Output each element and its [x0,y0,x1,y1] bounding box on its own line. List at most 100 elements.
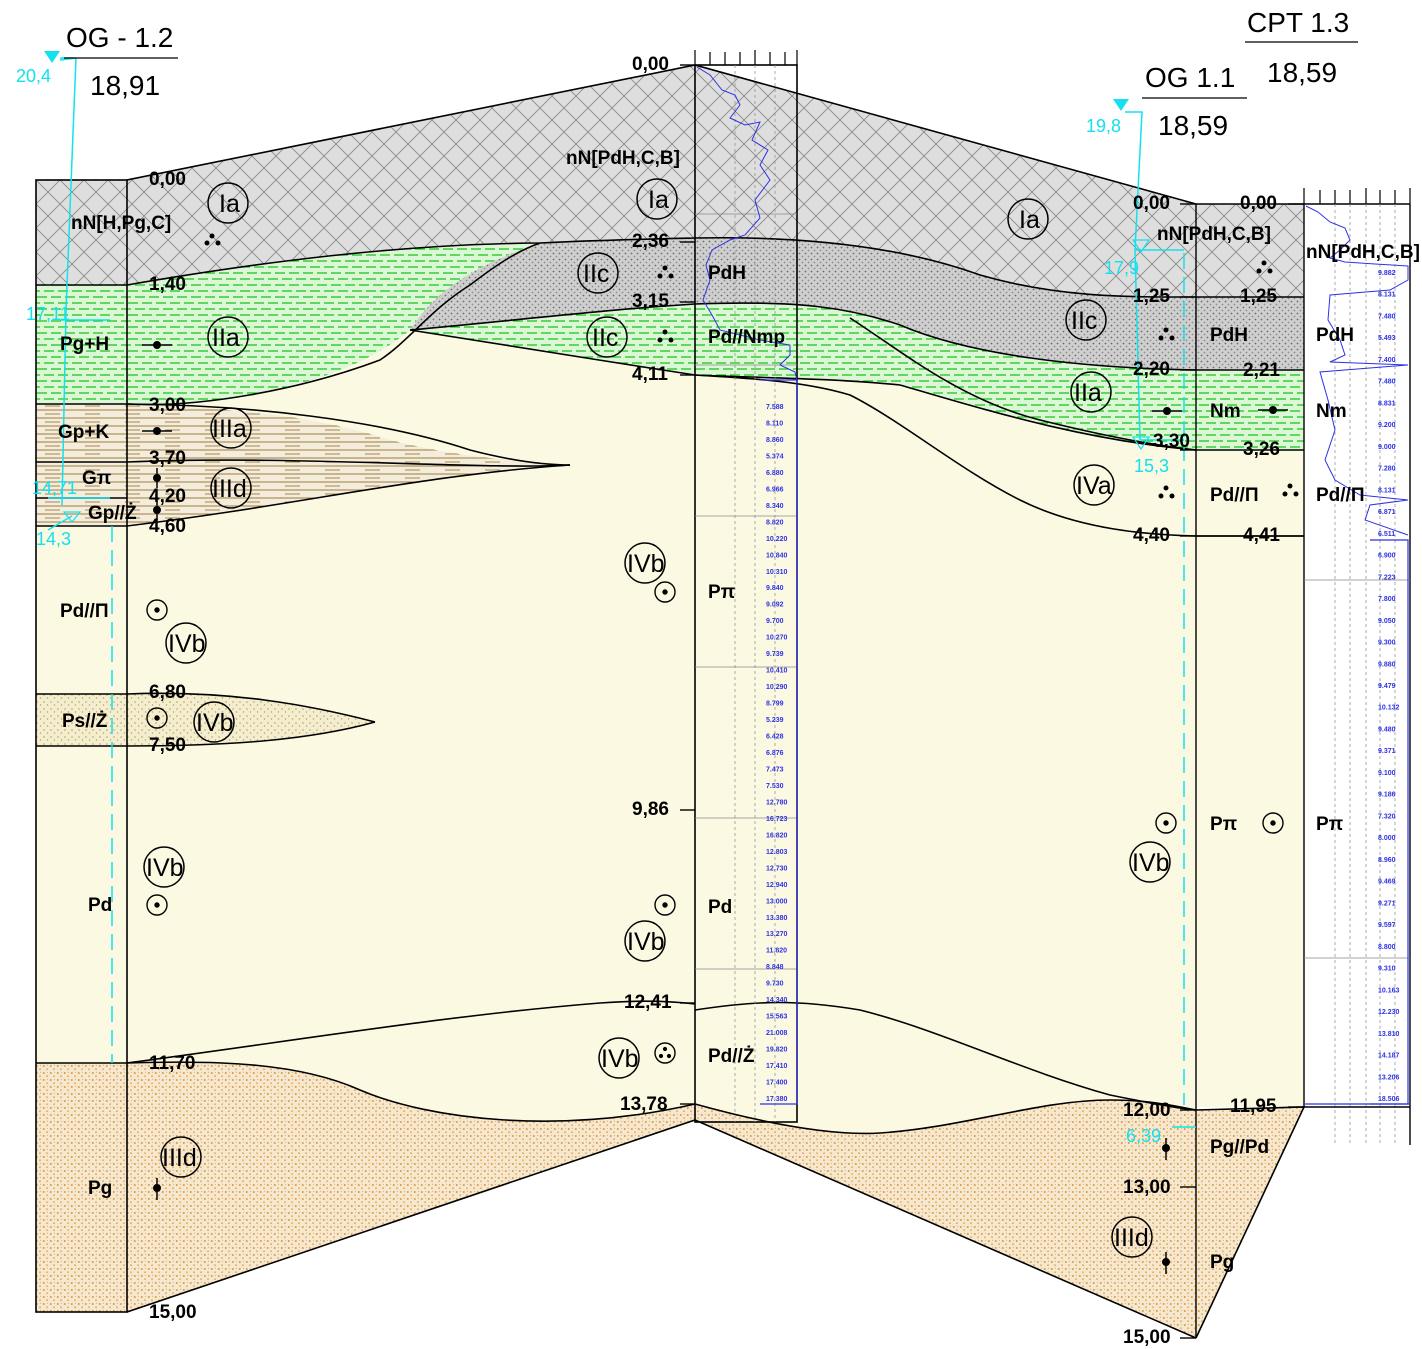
cpt-value-label: 21.008 [766,1030,788,1037]
cpt-value-label: 17.410 [766,1063,788,1070]
cpt-value-label: 10.163 [1378,987,1400,994]
depth-label: 15,00 [1123,1327,1171,1348]
cpt-value-label: 8.110 [766,421,783,428]
gravel-layer [36,1062,695,1312]
layer-label: IIa [1074,379,1102,407]
cpt-value-label: 14.340 [766,997,788,1004]
sample-dot-icon [1162,1252,1170,1274]
depth-ticks [680,64,1304,1339]
layer-label: IVb [196,709,234,737]
depth-label: 1,25 [1133,286,1170,307]
cpt-value-label: 19.820 [766,1047,788,1054]
depth-label: 13,00 [1123,1177,1171,1198]
soil-fills [36,65,1304,1338]
cpt-value-label: 10.310 [766,569,788,576]
layer-label: IIc [583,260,609,288]
layer-label: IIc [1071,307,1097,335]
cpt-value-label: 18.506 [1378,1096,1400,1103]
cpt-value-label: 13.206 [1378,1074,1400,1081]
cpt-value-label: 7.480 [1378,314,1396,321]
fill-layer [1196,204,1304,297]
soil-label: Pd [708,897,732,918]
cpt-value-label: 6.880 [766,470,784,477]
sample-dot-icon [153,1178,161,1200]
depth-label: 13,78 [620,1094,668,1115]
soil-labels: nN[H,Pg,C] Pg+H Gp+K Gπ Gp//Ż Pd//Π Ps//… [58,148,1420,1273]
gw-top-og11: 19,8 [1086,116,1121,136]
cpt-value-label: 5.493 [1378,335,1396,342]
soil-label: Pπ [1316,814,1344,835]
soil-label: Pd//Π [1210,485,1259,506]
cpt-value-label: 7.320 [1378,813,1396,820]
cpt-right-values [1304,539,1410,1105]
depth-label: 3,15 [632,291,669,312]
cpt-value-label: 8.000 [1378,835,1396,842]
cpt-value-label: 7.800 [1378,596,1396,603]
cpt-value-label: 5.374 [766,453,784,460]
layer-label: IIId [212,475,247,503]
cpt-value-label: 9.300 [1378,640,1396,647]
cpt-value-label: 9.371 [1378,748,1396,755]
depth-label: 4,40 [1133,525,1170,546]
cpt-value-label: 9.882 [1378,270,1396,277]
cpt-value-label: 6.900 [1378,553,1396,560]
cpt-value-label: 6.511 [1378,531,1395,538]
cpt-value-label: 9.000 [1378,444,1396,451]
cpt-value-label: 16.723 [766,816,788,823]
depth-label: 0,00 [1240,193,1277,214]
soil-label: Pd//Nmp [708,327,785,348]
layer-label: Ia [648,186,669,214]
cpt-value-label: 5.239 [766,717,784,724]
gw-level-og12: 14,71 [32,478,77,498]
layer-label: IVb [146,854,184,882]
cpt-value-label: 7.530 [766,783,784,790]
borehole-elevation-cpt13: 18,59 [1267,57,1337,88]
cpt-value-label: 13.270 [766,931,788,938]
cpt-value-label: 6.876 [766,750,784,757]
depth-label: 1,40 [149,274,186,295]
green-layer [695,302,1304,450]
cpt-center-value-labels: 7.5888.1108.8605.3746.8806.9668.3408.820… [766,404,788,1103]
cpt-value-label: 13.000 [766,898,788,905]
cpt-value-label: 8.131 [1378,487,1396,494]
cpt-value-label: 7.473 [766,767,784,774]
layer-label: IVb [601,1045,639,1073]
depth-label: 3,30 [1153,431,1190,452]
cpt-value-label: 9.700 [766,618,784,625]
cpt-value-label: 6.871 [1378,509,1396,516]
cpt-value-label: 14.187 [1378,1053,1400,1060]
depth-label: 7,50 [149,735,186,756]
cpt-value-label: 9.271 [1378,900,1396,907]
gw-level-og11: 6,39 [1126,1126,1161,1146]
cpt-value-label: 8.799 [766,701,784,708]
gw-level-og12: 17,11 [26,304,70,324]
cpt-value-label: 8.340 [766,503,784,510]
cpt-value-label: 10.132 [1378,705,1400,712]
depth-label: 0,00 [1133,193,1170,214]
cpt-value-label: 17.380 [766,1096,788,1103]
cpt-value-label: 7.588 [766,404,784,411]
borehole-name-og11: OG 1.1 [1145,62,1235,93]
depth-label: 12,00 [1123,1100,1171,1121]
depth-label: 11,95 [1230,1096,1277,1117]
depth-label: 0,00 [149,169,186,190]
sample-dot-icon [142,341,172,349]
cpt-value-label: 8.960 [1378,857,1396,864]
water-level-icon [44,51,60,63]
cpt-right-column [1303,188,1411,1145]
cpt-value-label: 8.860 [766,437,784,444]
grey-layer [410,237,1304,370]
sand-symbol-icon [1262,812,1284,834]
depth-label: 2,36 [632,231,669,252]
layer-label: Ia [1019,206,1040,234]
triad-dots-icon [204,233,221,246]
cpt-right-value-labels: 9.8828.1317.4805.4937.4007.4808.8319.200… [1378,270,1400,1103]
cpt-value-label: 10.220 [766,536,788,543]
soil-label: Pd//Π [60,601,109,622]
cpt-value-label: 9.479 [1378,683,1396,690]
layer-label: IIc [592,324,618,352]
borehole-name-og12: OG - 1.2 [66,22,173,53]
gw-top-og12: 20,4 [16,66,51,86]
cpt-value-label: 9.092 [766,602,784,609]
depth-label: 11,70 [149,1053,196,1074]
